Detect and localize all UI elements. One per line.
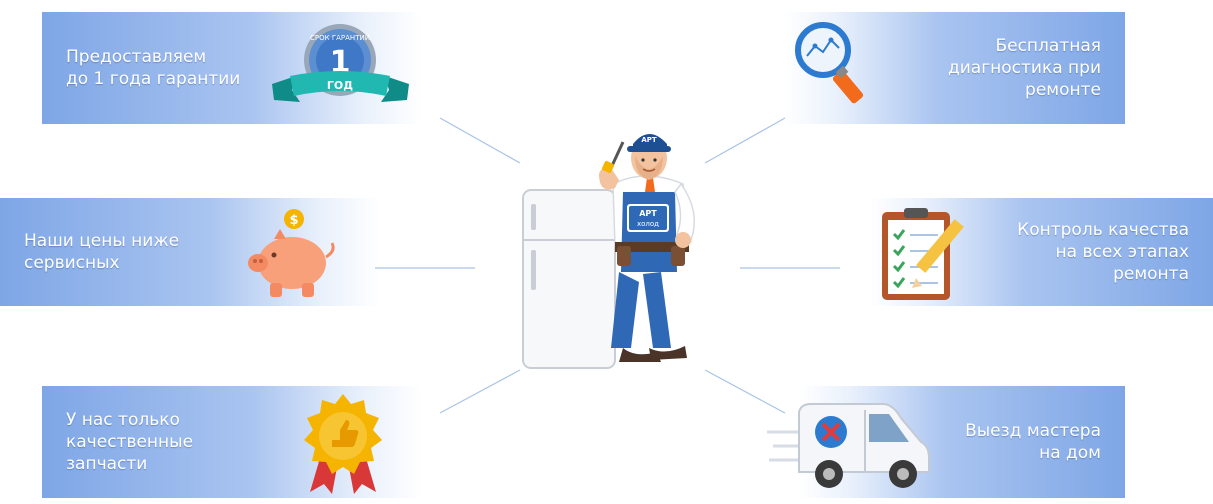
feature-diagnostics-line-1: Бесплатная (995, 36, 1101, 56)
feature-parts-line-2: качественные (66, 432, 194, 452)
feature-parts-line-1: У нас только (66, 410, 180, 430)
piggy-bank-icon: $ (248, 209, 335, 297)
mechanic-cap-text: АРТ (641, 136, 657, 144)
feature-quality-line-2: на всех этапах (1055, 242, 1189, 262)
feature-quality-line-1: Контроль качества (1017, 220, 1189, 240)
feature-diagnostics-line-2: диагностика при (947, 58, 1101, 78)
badge-ribbon-text: ГОД (327, 79, 353, 92)
feature-home-visit-line-2: на дом (1039, 443, 1101, 463)
badge-top-text: СРОК ГАРАНТИИ (310, 34, 370, 42)
quality-medal-icon (304, 394, 382, 494)
feature-prices-line-2: сервисных (24, 253, 120, 273)
mechanic-logo-top: АРТ (639, 209, 657, 218)
clipboard-checklist-icon (882, 208, 964, 300)
mechanic-logo-bottom: холод (637, 220, 659, 228)
warranty-badge-icon: СРОК ГАРАНТИИ 1 ГОД (272, 24, 409, 102)
feature-warranty-line-1: Предоставляем (66, 47, 207, 67)
feature-warranty-line-2: до 1 года гарантии (66, 69, 241, 89)
feature-prices-line-1: Наши цены ниже (24, 231, 180, 251)
service-van-icon (767, 403, 930, 488)
feature-home-visit-line-1: Выезд мастера (965, 421, 1101, 441)
svg-text:$: $ (289, 213, 298, 228)
feature-parts-line-3: запчасти (66, 454, 148, 474)
feature-quality-line-3: ремонта (1113, 264, 1189, 284)
magnifier-icon (795, 22, 864, 104)
feature-diagnostics-line-3: ремонте (1025, 80, 1101, 100)
mechanic-with-refrigerator-illustration: АРТ холод АРТ (522, 134, 696, 369)
